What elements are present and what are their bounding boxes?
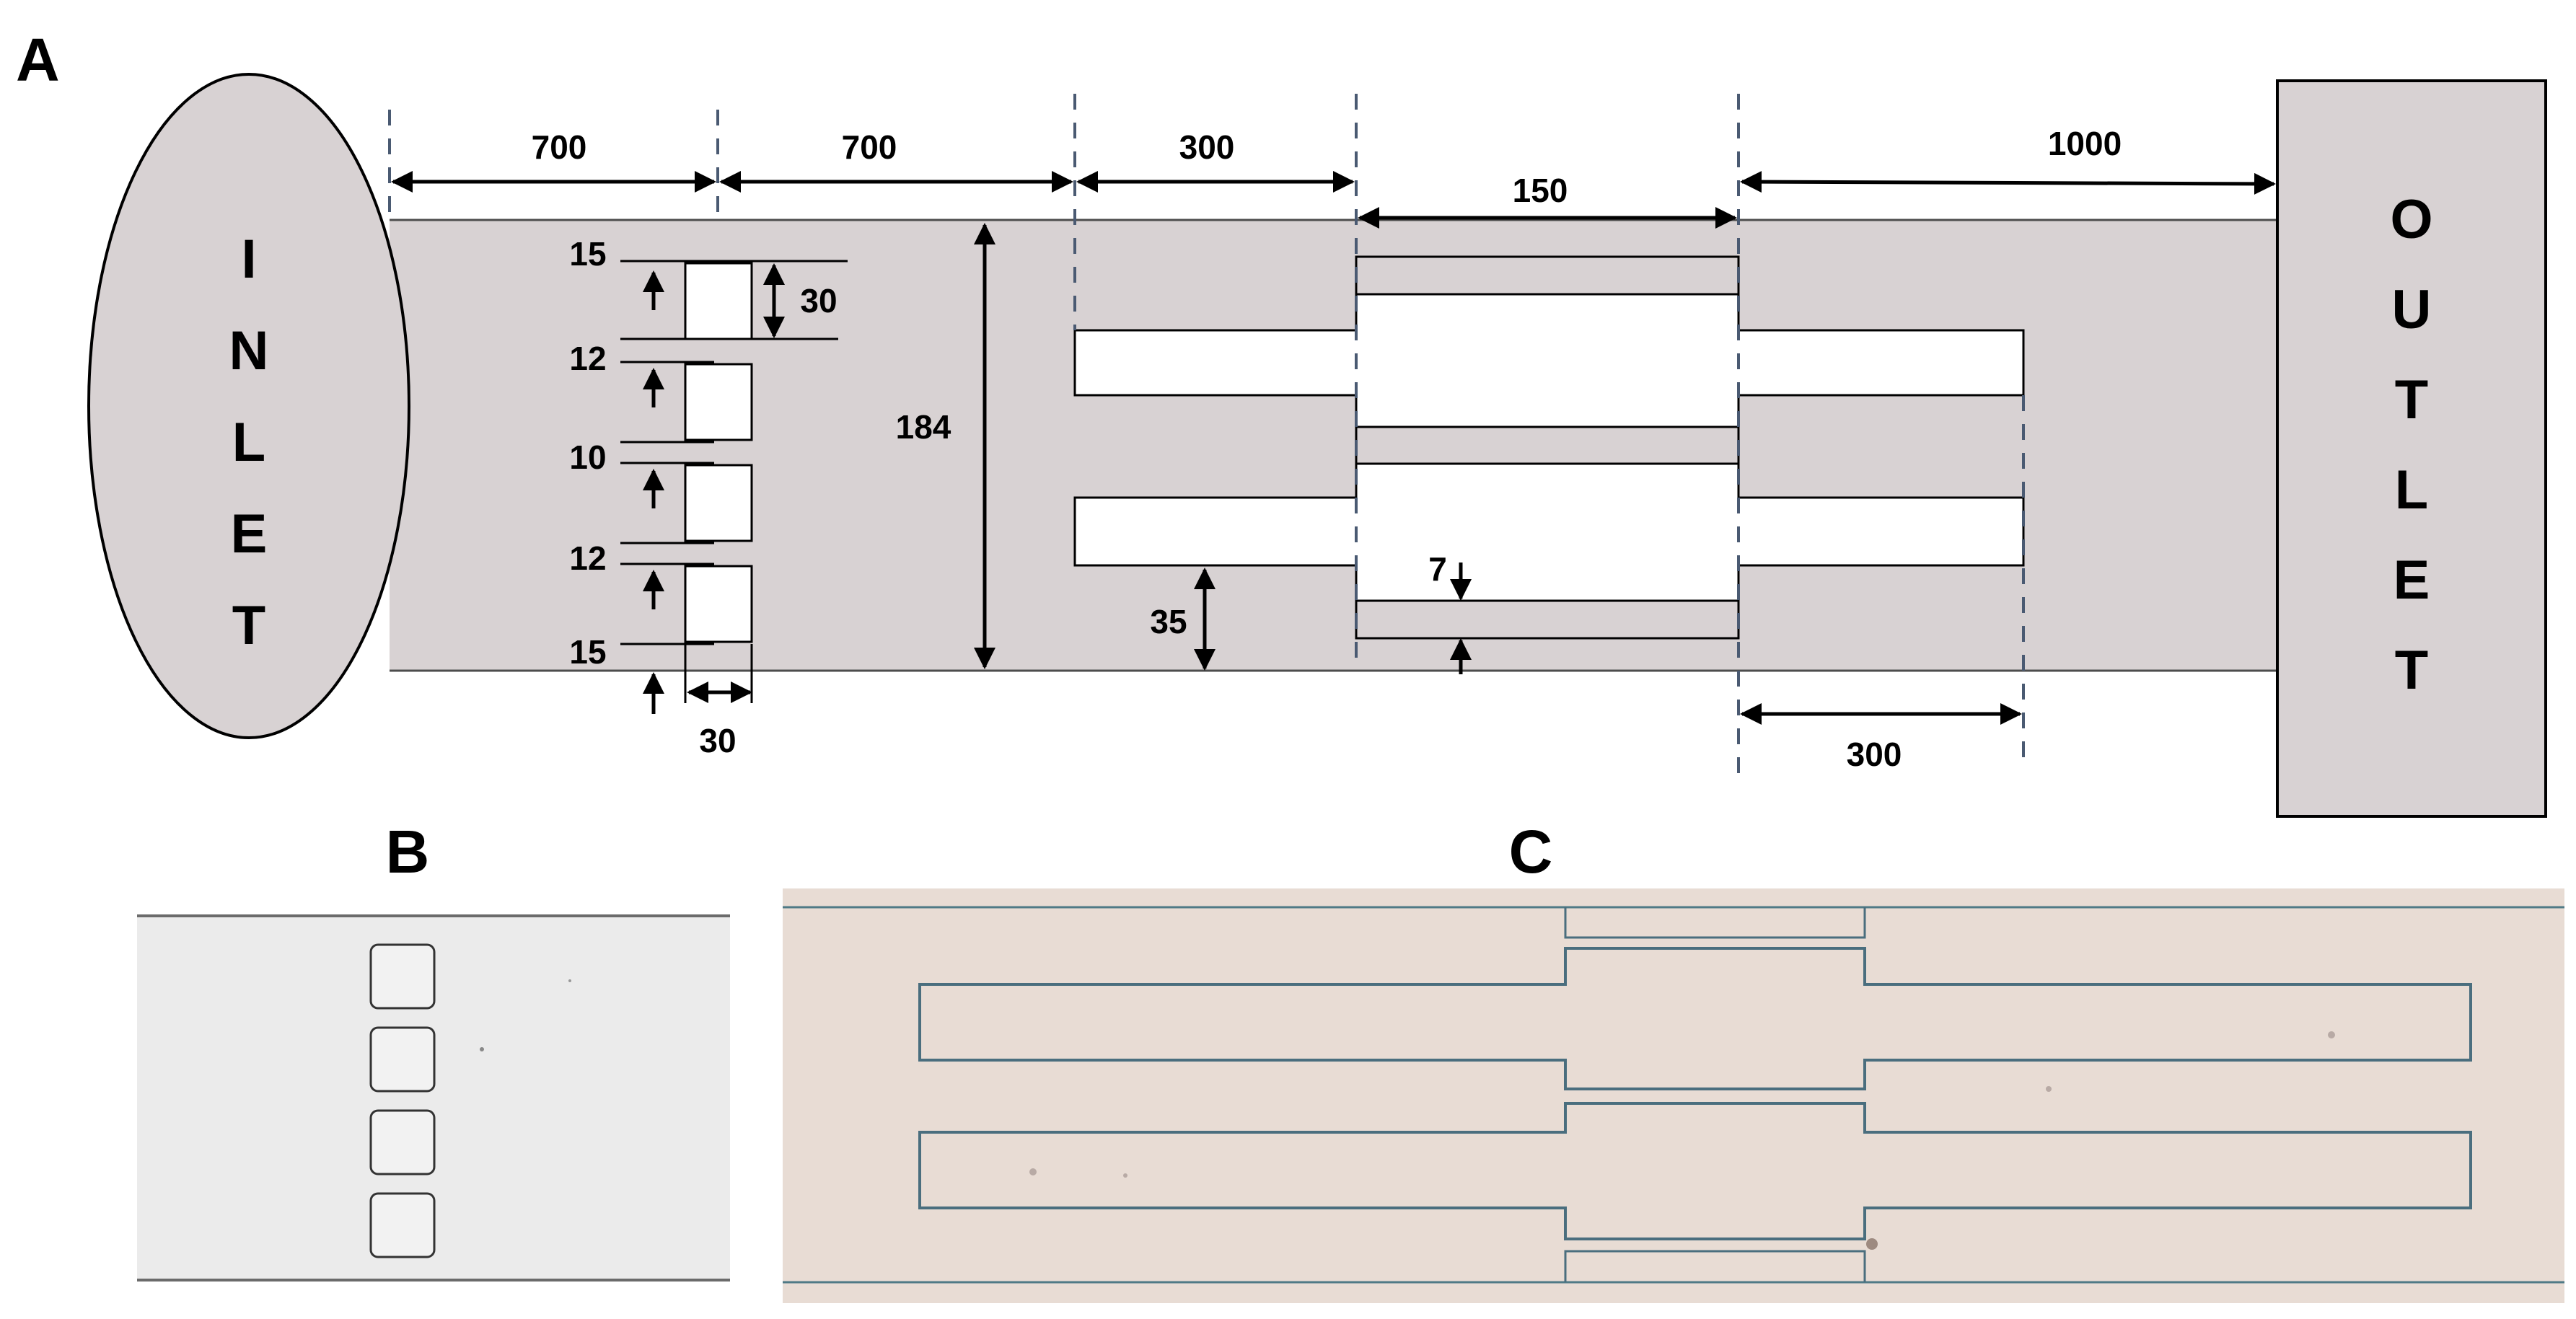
outlet-label: O U T L E T (2390, 189, 2432, 701)
dim-arrow (1740, 171, 2276, 195)
particle (1123, 1173, 1127, 1178)
outlet-letter: O (2390, 189, 2432, 250)
micrograph-c-background (783, 888, 2564, 1303)
panel-label-b: B (386, 818, 430, 886)
schematic-diagram: I N L E T O U T L E T (87, 73, 2547, 818)
dim-label: 300 (1179, 128, 1235, 166)
micrograph-b (137, 910, 730, 1285)
particle (1029, 1168, 1037, 1175)
inlet-label: I N L E T (229, 229, 269, 656)
pillar (684, 363, 753, 441)
micrograph-pillar (369, 1192, 436, 1258)
dim-label: 12 (569, 539, 606, 577)
micrograph-pillar (369, 1026, 436, 1093)
pillar-array (684, 262, 753, 643)
dimension-labels: 700 700 300 150 1000 184 30 30 15 12 10 … (532, 125, 2122, 773)
dim-label: 700 (532, 128, 587, 166)
narrow-channel-top (1355, 255, 1740, 296)
dim-label: 12 (569, 340, 606, 377)
inlet-letter: E (231, 503, 268, 565)
micrograph-upper-block (918, 947, 2472, 1090)
outlet-letter: E (2393, 550, 2430, 611)
micrograph-lower-block (918, 1102, 2472, 1240)
particle (480, 1047, 484, 1051)
narrow-channel-bottom (1355, 599, 1740, 640)
outlet-letter: L (2395, 459, 2428, 521)
dashed-guides (388, 94, 2025, 786)
micrograph-narrow-bottom (1564, 1250, 1866, 1282)
dim-label: 30 (699, 722, 736, 759)
panel-label-c: C (1509, 818, 1553, 886)
outlet-reservoir (2276, 79, 2547, 818)
inlet-reservoir (87, 73, 410, 739)
particle (2046, 1086, 2052, 1092)
micrograph-pillar (369, 1109, 436, 1175)
pillar (684, 565, 753, 643)
main-channel (390, 220, 2287, 671)
dim-label: 1000 (2048, 125, 2122, 162)
micrograph-c (783, 888, 2564, 1303)
dim-label: 700 (842, 128, 897, 166)
inlet-letter: N (229, 320, 269, 381)
dim-label: 150 (1513, 172, 1568, 209)
micrograph-narrow-top (1564, 907, 1866, 939)
dim-label: 10 (569, 438, 606, 476)
particle (1866, 1238, 1878, 1250)
dim-label: 300 (1847, 736, 1902, 773)
dim-label: 7 (1428, 550, 1447, 588)
inlet-letter: L (232, 412, 265, 473)
micrograph-pillar (369, 943, 436, 1010)
particle (568, 979, 571, 982)
inlet-letter: I (241, 229, 256, 290)
panel-label-a: A (16, 26, 60, 94)
dim-label: 15 (569, 235, 606, 273)
dim-label: 184 (896, 408, 951, 446)
dimension-arrows (391, 171, 2276, 725)
dim-label: 30 (800, 282, 837, 319)
dim-label: 35 (1150, 603, 1187, 640)
outlet-letter: T (2395, 640, 2428, 701)
dim-label: 15 (569, 633, 606, 671)
outlet-letter: T (2395, 369, 2428, 431)
pillar (684, 464, 753, 542)
particle (2328, 1031, 2335, 1038)
inlet-letter: T (232, 595, 265, 656)
outlet-letter: U (2392, 279, 2432, 340)
narrow-channel-middle (1355, 425, 1740, 465)
pillar (684, 262, 753, 340)
